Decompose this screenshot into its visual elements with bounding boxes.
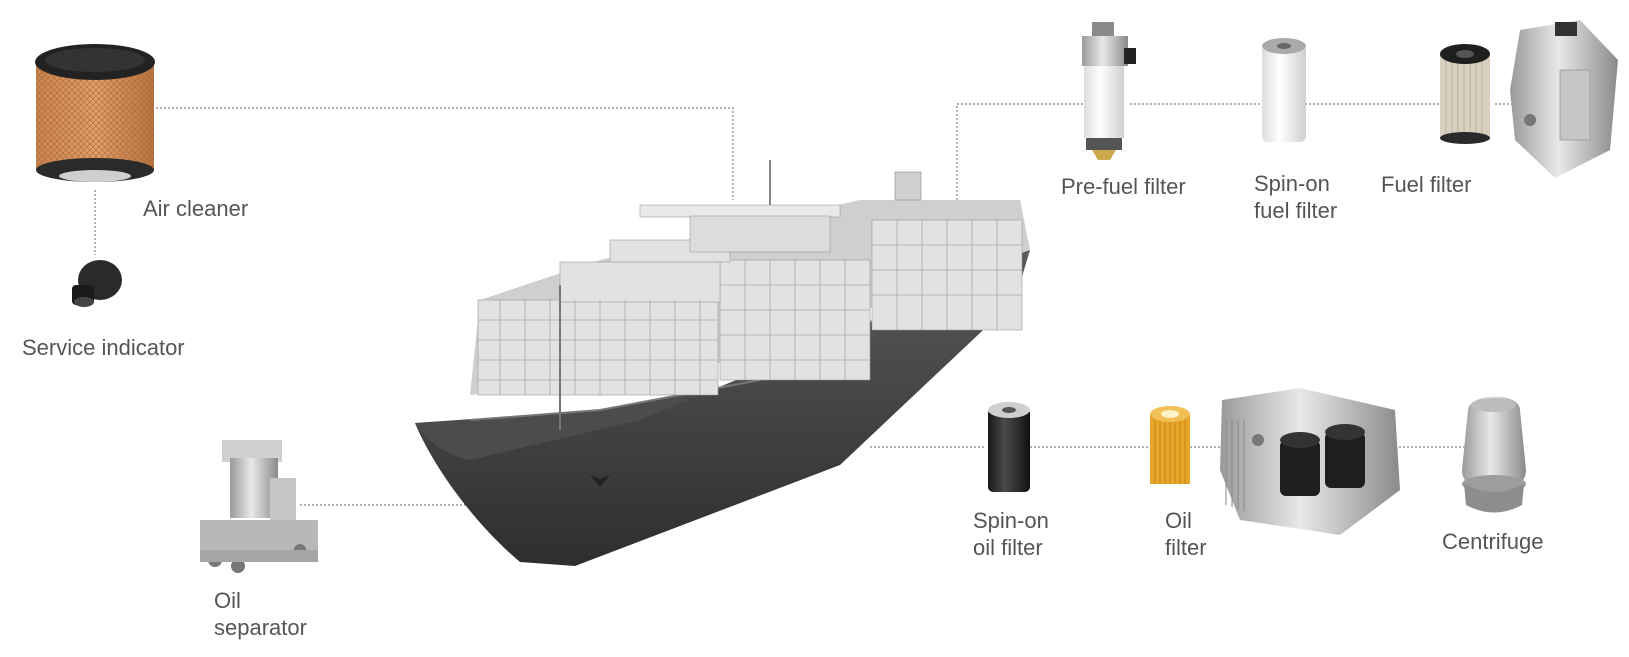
oil-filter-icon (1150, 406, 1190, 484)
connector-fuel (956, 103, 1520, 200)
label-spin-on-oil-filter-line2: oil filter (973, 535, 1043, 560)
oil-module-icon (1220, 388, 1400, 535)
fuel-module-icon (1510, 20, 1618, 178)
label-spin-on-fuel-filter: Spin-on fuel filter (1254, 170, 1337, 224)
connector-air-cleaner (152, 107, 734, 200)
label-centrifuge: Centrifuge (1442, 529, 1544, 554)
label-oil-separator-line2: separator (214, 615, 307, 640)
ship-icon (415, 160, 1030, 566)
label-oil-filter-line1: Oil (1165, 508, 1192, 533)
spin-on-fuel-filter-icon (1262, 38, 1306, 142)
label-spin-on-fuel-filter-line2: fuel filter (1254, 198, 1338, 223)
air-cleaner-icon (35, 44, 155, 182)
centrifuge-icon (1462, 396, 1526, 513)
label-fuel-filter: Fuel filter (1381, 172, 1472, 197)
label-pre-fuel-filter: Pre-fuel filter (1061, 174, 1186, 199)
label-spin-on-oil-filter-line1: Spin-on (973, 508, 1049, 533)
label-oil-separator: Oil separator (214, 587, 307, 641)
label-air-cleaner: Air cleaner (143, 196, 249, 221)
spin-on-oil-filter-icon (988, 402, 1030, 492)
pre-fuel-filter-icon (1082, 22, 1136, 160)
label-spin-on-fuel-filter-line1: Spin-on (1254, 171, 1330, 196)
label-service-indicator: Service indicator (22, 335, 185, 360)
oil-separator-icon (200, 440, 318, 573)
label-oil-filter: Oil filter (1165, 507, 1207, 561)
service-indicator-icon (72, 260, 122, 307)
label-oil-filter-line2: filter (1165, 535, 1207, 560)
fuel-filter-icon (1440, 44, 1490, 144)
label-oil-separator-line1: Oil (214, 588, 241, 613)
label-spin-on-oil-filter: Spin-on oil filter (973, 507, 1049, 561)
connector-lines (94, 103, 1520, 506)
